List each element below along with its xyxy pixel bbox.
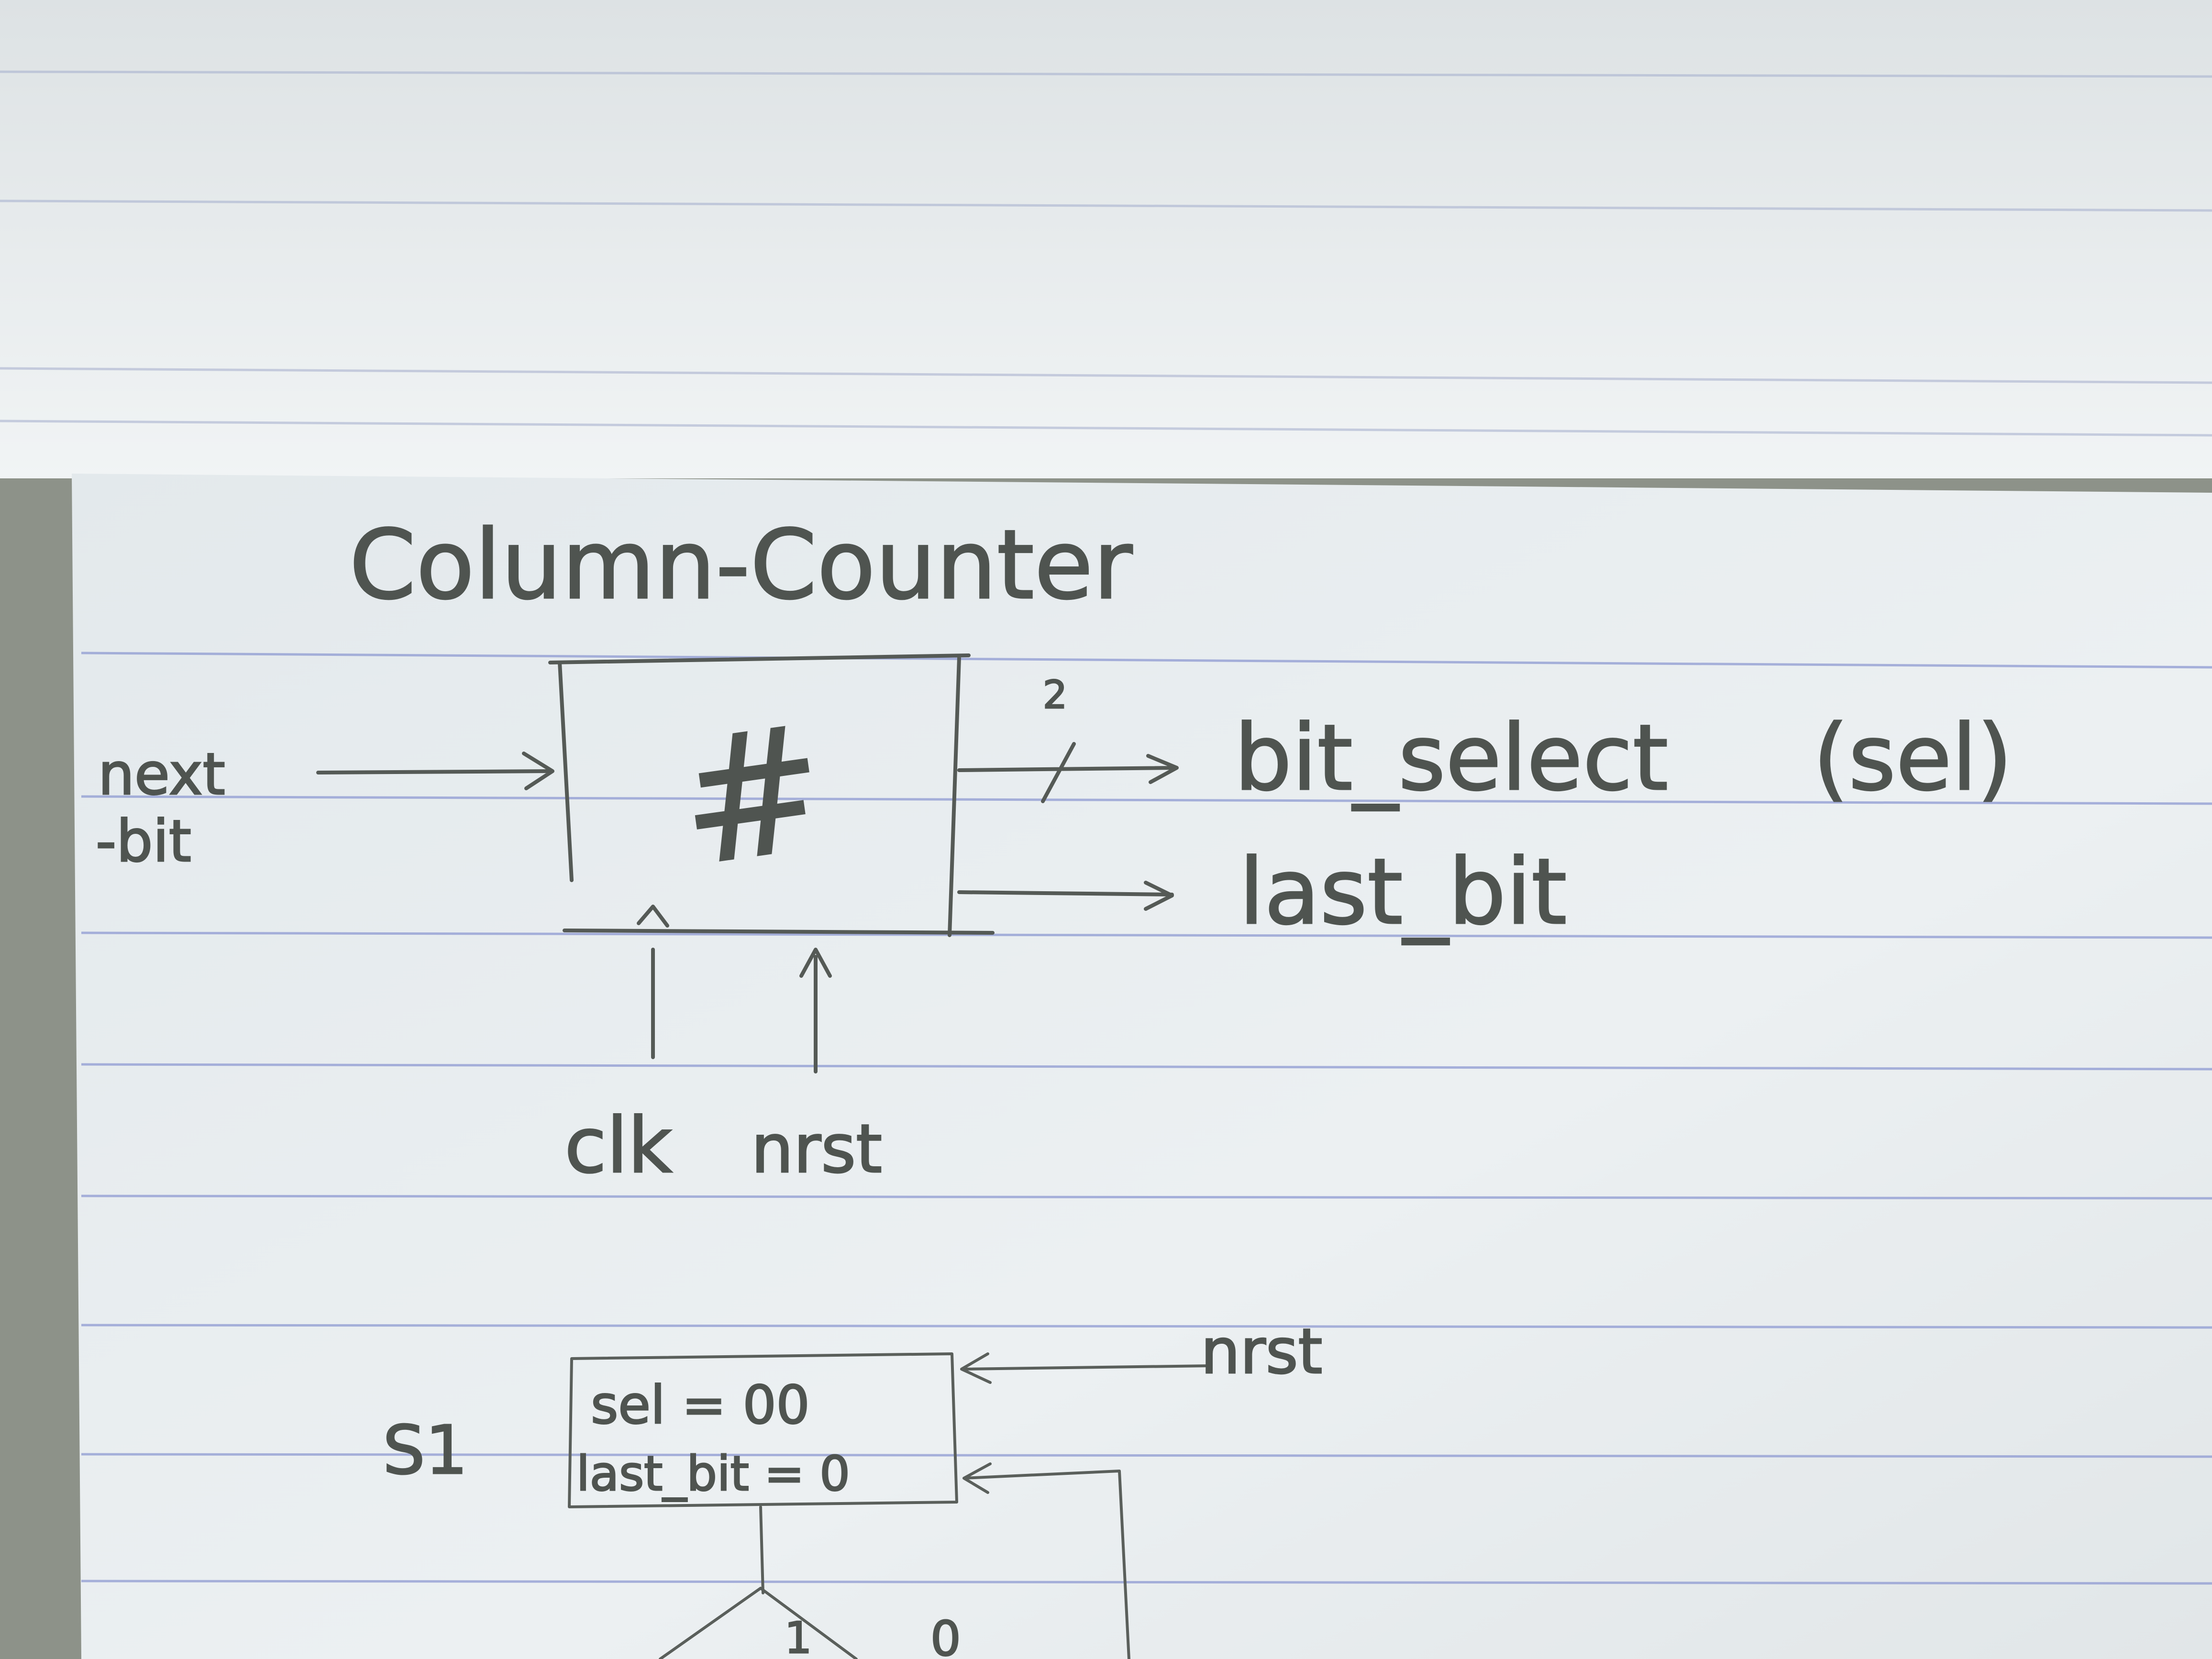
decision-connector [759,1505,764,1594]
clk-label: clk [564,1101,672,1190]
bus-width-label: 2 [1043,673,1067,717]
clk-input: clk [564,905,673,1191]
state-line-sel: sel = 00 [591,1374,810,1436]
state-label: S1 [383,1412,468,1490]
next-bit-input: next -bit [95,741,554,876]
lined-page [72,474,2212,1659]
branch-zero-label: 0 [930,1611,961,1659]
reset-input-label: nrst [1201,1315,1323,1388]
next-bit-arrow [316,752,554,790]
nrst-input: nrst [751,948,883,1189]
loop-back-arrow [962,1462,1130,1659]
last-bit-arrow [957,881,1174,911]
column-counter-diagram: Column-Counter # next -bit clk nrst 2 bi… [95,509,2013,1191]
state-box [568,1352,958,1508]
counter-block [548,653,995,937]
state-line-last-bit: last_bit = 0 [576,1446,850,1502]
decision-diamond [659,1587,858,1659]
nrst-reset-arrow [960,1352,1212,1384]
bit-select-output: 2 bit_select (sel) [957,672,2013,812]
counter-symbol: # [667,686,838,905]
page-title: Column-Counter [349,509,1133,621]
state-diagram: S1 sel = 00 last_bit = 0 nrst 1 0 [382,1315,1323,1659]
next-bit-label-line2: -bit [96,808,191,875]
last-bit-output: last_bit [957,839,1568,946]
last-bit-label: last_bit [1239,839,1567,945]
upper-page [0,0,2212,478]
nrst-arrow [799,948,832,1073]
next-bit-label-line1: next [98,741,225,808]
bit-select-arrow [957,742,1179,803]
branch-one-label: 1 [785,1613,812,1659]
clk-arrow [637,905,669,1059]
bit-select-label: bit_select [1234,705,1668,811]
sel-alias-label: (sel) [1813,705,2013,811]
nrst-label: nrst [751,1110,882,1188]
